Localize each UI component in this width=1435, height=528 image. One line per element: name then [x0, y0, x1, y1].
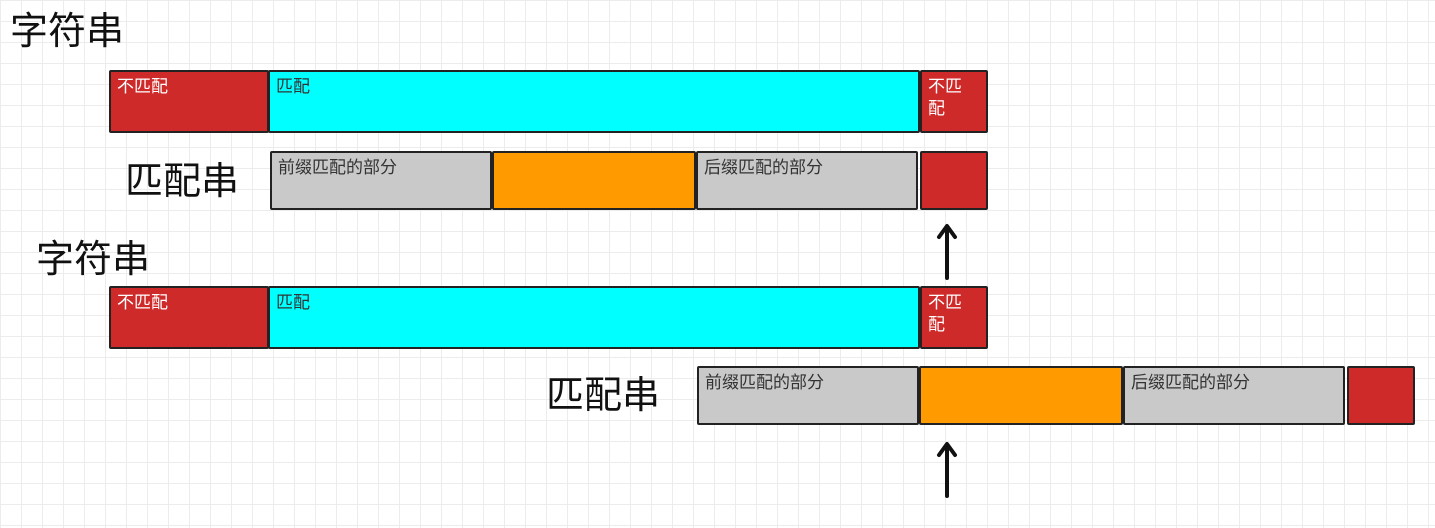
text-string-title: 字符串	[10, 9, 125, 53]
text-match-block-after: 匹配	[268, 286, 920, 349]
text-mismatch-left: 不匹配	[109, 70, 269, 133]
up-arrow-icon	[937, 442, 957, 498]
text-string-title-after: 字符串	[36, 237, 151, 281]
text-mismatch-right-after: 不匹配	[920, 286, 988, 349]
up-arrow-icon	[937, 224, 957, 280]
pattern-string-title-after: 匹配串	[546, 373, 661, 417]
pattern-mismatch-char	[920, 151, 988, 210]
pattern-middle-block-after	[919, 366, 1123, 425]
pattern-mismatch-char-after	[1347, 366, 1415, 425]
text-mismatch-right: 不匹配	[920, 70, 988, 133]
pattern-prefix-match: 前缀匹配的部分	[270, 151, 492, 210]
pattern-prefix-match-after: 前缀匹配的部分	[697, 366, 919, 425]
text-match-block: 匹配	[268, 70, 920, 133]
pattern-suffix-match: 后缀匹配的部分	[696, 151, 918, 210]
pattern-suffix-match-after: 后缀匹配的部分	[1123, 366, 1345, 425]
pattern-middle-block	[492, 151, 696, 210]
text-mismatch-left-after: 不匹配	[109, 286, 269, 349]
pattern-string-title: 匹配串	[125, 159, 240, 203]
